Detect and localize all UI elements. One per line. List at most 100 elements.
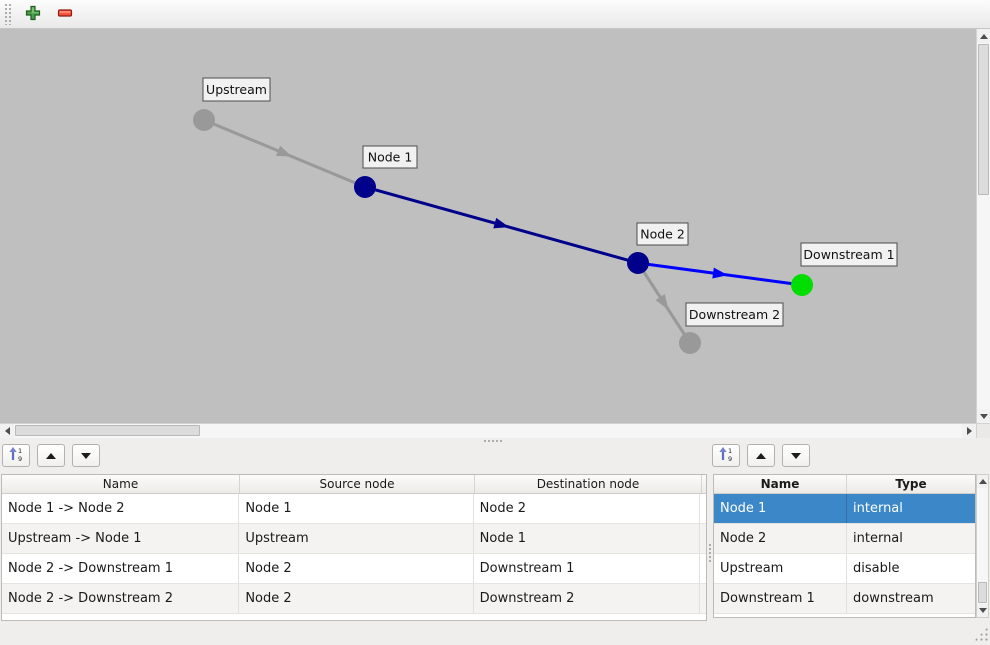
svg-text:1: 1 bbox=[728, 447, 732, 455]
node-label: Downstream 2 bbox=[689, 307, 780, 322]
scroll-down-button[interactable] bbox=[977, 604, 988, 617]
add-icon bbox=[24, 4, 42, 25]
main-toolbar bbox=[0, 0, 990, 29]
table-cell: Node 2 bbox=[474, 494, 700, 523]
canvas-vscrollbar[interactable] bbox=[976, 29, 990, 423]
table-cell: disable bbox=[853, 561, 900, 576]
table-cell: Upstream bbox=[714, 554, 847, 583]
table-cell: Node 1 bbox=[714, 494, 847, 523]
table-cell: Node 1 bbox=[474, 524, 700, 553]
graph-node[interactable] bbox=[193, 109, 215, 131]
edge-arrow-icon bbox=[275, 145, 292, 157]
hscroll-thumb[interactable] bbox=[15, 425, 200, 436]
remove-icon bbox=[56, 4, 74, 25]
arrow-left-icon bbox=[4, 427, 10, 435]
node-label-box[interactable] bbox=[202, 77, 271, 102]
canvas-hscrollbar[interactable] bbox=[0, 423, 976, 438]
svg-text:9: 9 bbox=[728, 455, 732, 462]
svg-text:1: 1 bbox=[18, 447, 22, 455]
scroll-up-button[interactable] bbox=[977, 29, 990, 43]
node-table-vscrollbar[interactable] bbox=[976, 474, 989, 618]
node-label-box[interactable] bbox=[362, 145, 418, 169]
table-cell: Downstream 1 bbox=[714, 584, 847, 613]
column-header[interactable]: Type bbox=[895, 477, 927, 491]
node-label: Downstream 1 bbox=[803, 247, 894, 262]
scroll-up-button[interactable] bbox=[977, 475, 988, 488]
node-move-up-button[interactable] bbox=[747, 444, 775, 467]
edge-sort-button[interactable]: 1 9 bbox=[2, 444, 30, 467]
scroll-left-button[interactable] bbox=[0, 424, 14, 438]
move-up-icon bbox=[756, 452, 766, 459]
edge-move-up-button[interactable] bbox=[37, 444, 65, 467]
add-button[interactable] bbox=[20, 2, 46, 26]
node-table-row[interactable]: Downstream 1 downstream bbox=[714, 584, 975, 614]
horizontal-splitter-handle[interactable] bbox=[483, 439, 503, 443]
node-label: Node 1 bbox=[368, 150, 413, 165]
table-cell: internal bbox=[853, 531, 903, 546]
scroll-down-button[interactable] bbox=[977, 409, 990, 423]
table-cell: Node 2 bbox=[239, 584, 474, 613]
node-table-header: Name Type bbox=[714, 475, 975, 494]
graph-node[interactable] bbox=[354, 176, 376, 198]
header-gutter bbox=[702, 475, 706, 493]
table-cell: Upstream bbox=[239, 524, 474, 553]
column-header[interactable]: Name bbox=[714, 475, 847, 493]
table-cell: downstream bbox=[853, 591, 934, 606]
node-label-box[interactable] bbox=[636, 222, 689, 246]
node-table-row[interactable]: Node 1 internal bbox=[714, 494, 975, 524]
edge-move-down-button[interactable] bbox=[72, 444, 100, 467]
sort-icon: 1 9 bbox=[718, 446, 734, 465]
row-gutter bbox=[700, 524, 706, 553]
scroll-right-button[interactable] bbox=[962, 424, 976, 438]
table-cell: Node 2 -> Downstream 1 bbox=[2, 554, 240, 583]
node-label-box[interactable] bbox=[685, 302, 784, 327]
table-cell: Node 1 bbox=[239, 494, 474, 523]
sort-icon: 1 9 bbox=[8, 446, 24, 465]
table-cell: Node 2 bbox=[714, 524, 847, 553]
move-down-icon bbox=[791, 452, 801, 459]
column-header[interactable]: Destination node bbox=[475, 475, 702, 493]
vertical-splitter-handle[interactable] bbox=[708, 543, 712, 563]
table-cell: Node 2 bbox=[239, 554, 474, 583]
edge-arrow-icon bbox=[655, 294, 669, 310]
table-cell: Downstream 2 bbox=[474, 584, 700, 613]
toolbar-drag-handle[interactable] bbox=[4, 3, 12, 25]
column-header[interactable]: Source node bbox=[240, 475, 475, 493]
node-sort-button[interactable]: 1 9 bbox=[712, 444, 740, 467]
node-table-row[interactable]: Node 2 internal bbox=[714, 524, 975, 554]
row-gutter bbox=[700, 494, 706, 523]
move-up-icon bbox=[46, 452, 56, 459]
remove-button[interactable] bbox=[52, 2, 78, 26]
table-cell: Upstream -> Node 1 bbox=[2, 524, 240, 553]
node-table-row[interactable]: Upstream disable bbox=[714, 554, 975, 584]
move-down-icon bbox=[81, 452, 91, 459]
graph-node[interactable] bbox=[791, 274, 813, 296]
table-cell: Node 2 -> Downstream 2 bbox=[2, 584, 240, 613]
edge-arrow-icon bbox=[712, 267, 728, 279]
graph-node[interactable] bbox=[627, 252, 649, 274]
column-header[interactable]: Name bbox=[2, 475, 240, 493]
vscroll-thumb[interactable] bbox=[978, 582, 987, 603]
node-label-box[interactable] bbox=[800, 242, 898, 267]
graph-node[interactable] bbox=[679, 332, 701, 354]
svg-text:9: 9 bbox=[18, 455, 22, 462]
table-cell: internal bbox=[853, 501, 903, 516]
window-resize-grip[interactable] bbox=[974, 627, 988, 641]
table-cell: Downstream 1 bbox=[474, 554, 700, 583]
row-gutter bbox=[700, 554, 706, 583]
arrow-down-icon bbox=[978, 608, 987, 613]
node-move-down-button[interactable] bbox=[782, 444, 810, 467]
arrow-up-icon bbox=[978, 479, 987, 484]
vscroll-thumb[interactable] bbox=[978, 44, 989, 195]
node-label: Node 2 bbox=[640, 227, 685, 242]
scrollbar-corner bbox=[976, 423, 990, 438]
